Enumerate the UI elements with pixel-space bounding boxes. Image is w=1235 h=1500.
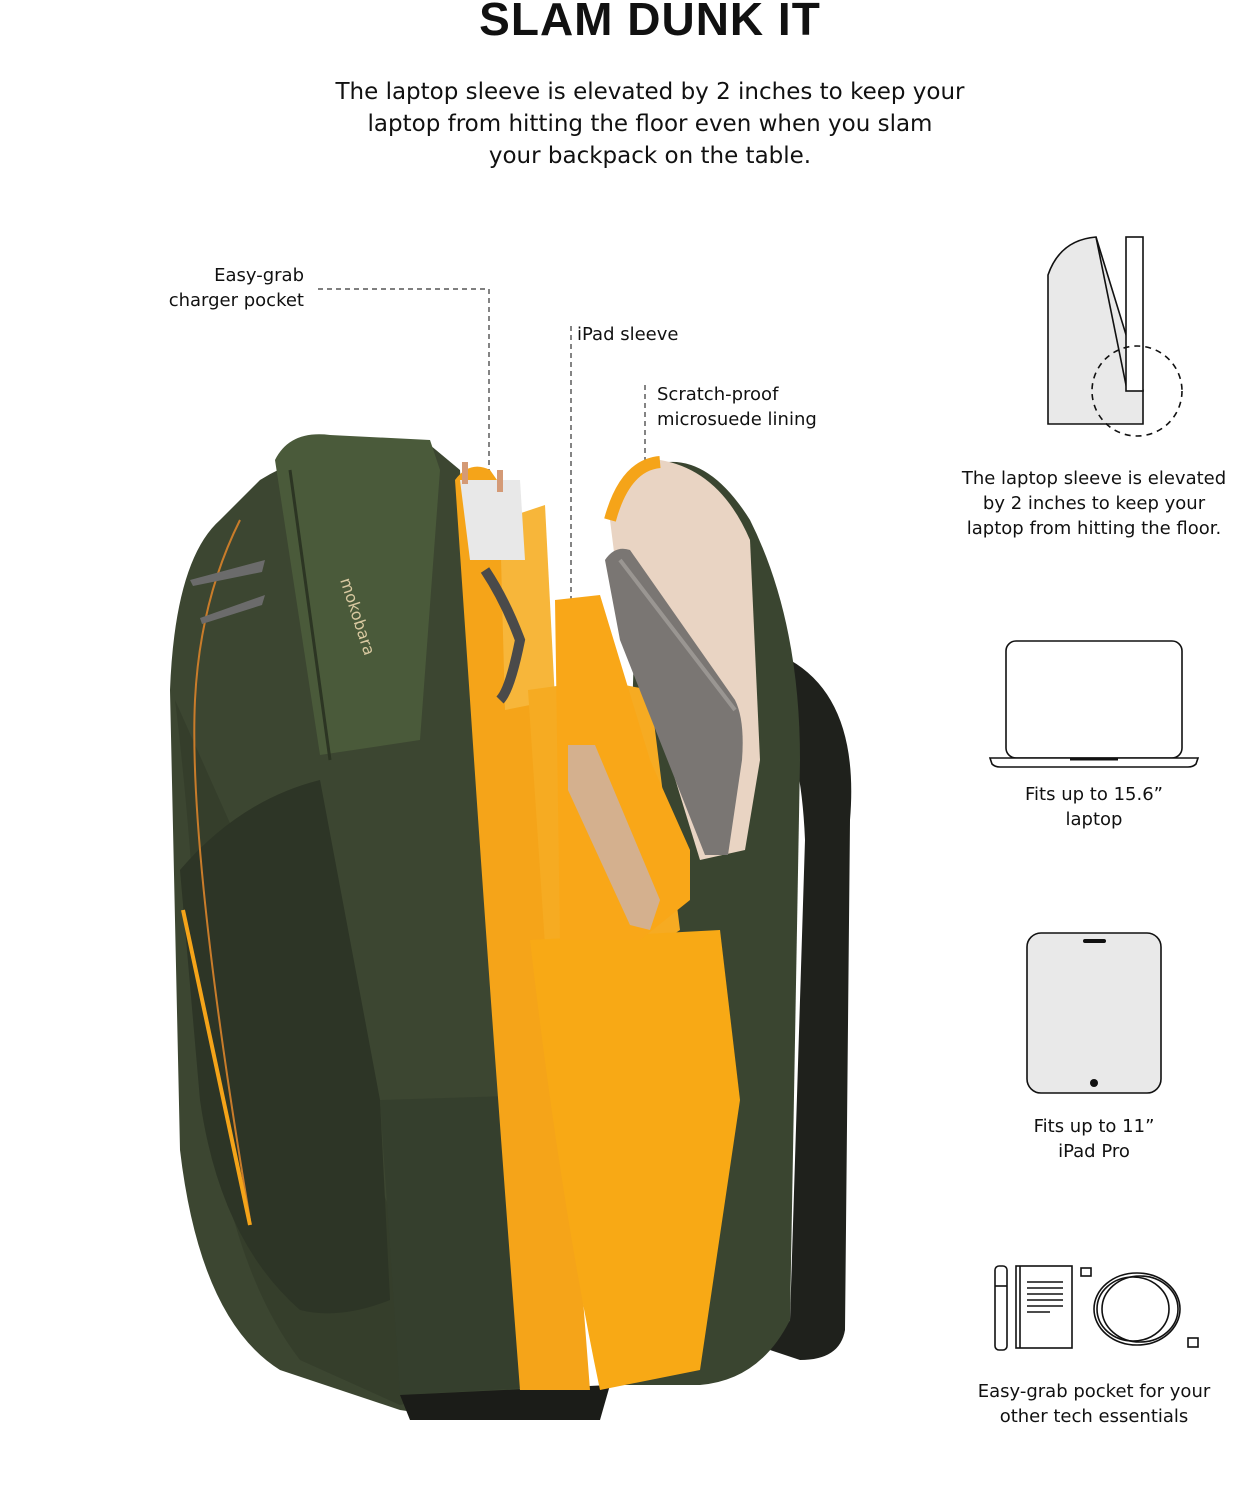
page-subtitle: The laptop sleeve is elevated by 2 inche… xyxy=(300,76,1000,172)
subtitle-line: The laptop sleeve is elevated by 2 inche… xyxy=(335,79,965,105)
lining-label: Scratch-proof microsuede lining xyxy=(657,382,817,432)
tablet-icon xyxy=(1026,932,1162,1094)
feature-line: laptop from hitting the floor. xyxy=(966,518,1222,539)
subtitle-line: your backpack on the table. xyxy=(488,143,812,169)
subtitle-line: laptop from hitting the floor even when … xyxy=(367,111,933,137)
charger-pocket-label: Easy-grab charger pocket xyxy=(100,263,304,313)
tech-essentials-icon xyxy=(994,1265,1199,1351)
feature-tablet-text: Fits up to 11” iPad Pro xyxy=(994,1114,1194,1164)
charger-pocket-leader xyxy=(318,288,490,520)
elevated-sleeve-icon xyxy=(1047,236,1183,437)
ipad-sleeve-label: iPad sleeve xyxy=(577,324,679,345)
callout-line: Scratch-proof xyxy=(657,384,779,405)
feature-tech-essentials-text: Easy-grab pocket for your other tech ess… xyxy=(954,1379,1234,1429)
callout-line: Easy-grab xyxy=(214,265,304,286)
feature-line: by 2 inches to keep your xyxy=(982,493,1206,514)
feature-line: laptop xyxy=(1065,809,1123,830)
feature-elevated-sleeve-text: The laptop sleeve is elevated by 2 inche… xyxy=(944,466,1235,541)
feature-line: Easy-grab pocket for your xyxy=(977,1381,1211,1402)
backpack-image: mokobara xyxy=(170,434,852,1420)
feature-line: The laptop sleeve is elevated xyxy=(961,468,1227,489)
callout-line: microsuede lining xyxy=(657,409,817,430)
feature-line: iPad Pro xyxy=(1058,1141,1130,1162)
feature-laptop-text: Fits up to 15.6” laptop xyxy=(994,782,1194,832)
laptop-icon xyxy=(988,640,1200,768)
feature-line: other tech essentials xyxy=(999,1406,1189,1427)
page-title: SLAM DUNK IT xyxy=(479,0,821,45)
feature-line: Fits up to 11” xyxy=(1033,1116,1155,1137)
callout-line: charger pocket xyxy=(168,290,304,311)
feature-line: Fits up to 15.6” xyxy=(1025,784,1163,805)
